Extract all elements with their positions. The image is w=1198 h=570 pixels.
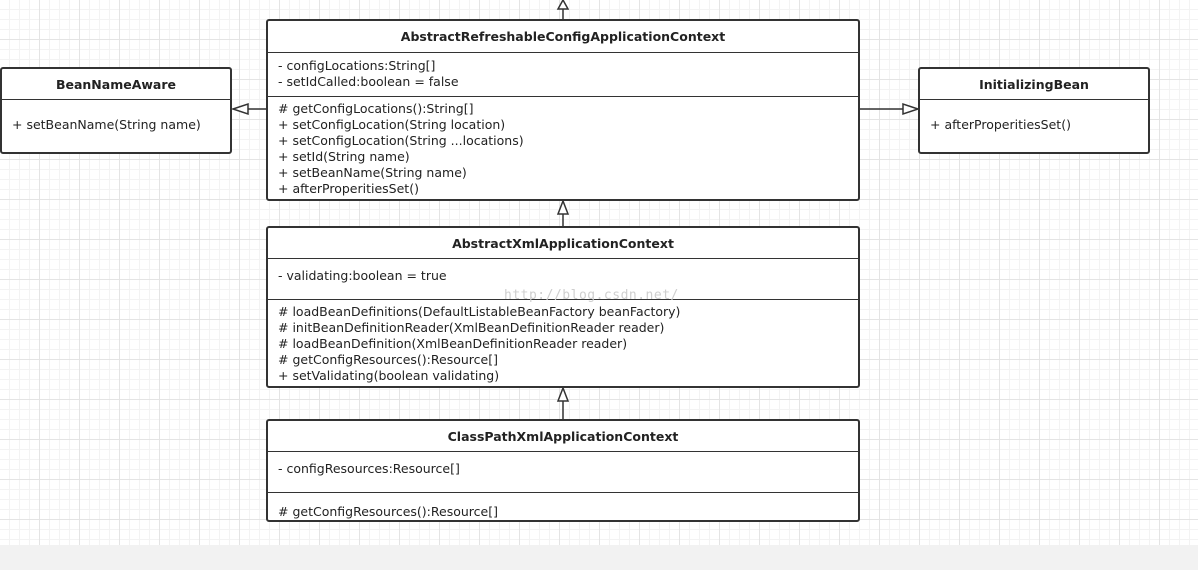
class-bean-name-aware[interactable]: BeanNameAware + setBeanName(String name) (0, 67, 232, 154)
class-attributes: - configResources:Resource[] (268, 452, 858, 493)
class-classpath-xml-application-context[interactable]: ClassPathXmlApplicationContext - configR… (266, 419, 860, 522)
method: + afterProperitiesSet() (278, 181, 419, 196)
attribute: - configResources:Resource[] (278, 461, 460, 476)
class-name: InitializingBean (920, 69, 1148, 100)
class-name: ClassPathXmlApplicationContext (268, 421, 858, 452)
attribute: - setIdCalled:boolean = false (278, 74, 459, 89)
method: + setBeanName(String name) (12, 117, 201, 132)
method: # loadBeanDefinition(XmlBeanDefinitionRe… (278, 336, 628, 351)
generalization-arrowhead-top (556, 0, 570, 10)
generalization-arrowhead-xml (556, 198, 570, 215)
class-methods: + afterProperitiesSet() (920, 100, 1148, 137)
class-methods: + setBeanName(String name) (2, 100, 230, 137)
class-methods: # loadBeanDefinitions(DefaultListableBea… (268, 300, 858, 386)
realization-arrowhead-initializingbean (902, 102, 921, 116)
realization-arrowhead-beannameaware (230, 102, 249, 116)
method: + afterProperitiesSet() (930, 117, 1071, 132)
connector-layer (230, 0, 921, 420)
attribute: - validating:boolean = true (278, 268, 447, 283)
method: # loadBeanDefinitions(DefaultListableBea… (278, 304, 681, 319)
class-abstract-xml-application-context[interactable]: AbstractXmlApplicationContext - validati… (266, 226, 860, 388)
class-methods: # getConfigResources():Resource[] (268, 493, 858, 520)
method: # getConfigLocations():String[] (278, 101, 474, 116)
class-attributes: - validating:boolean = true (268, 259, 858, 300)
class-name: AbstractXmlApplicationContext (268, 228, 858, 259)
footer-strip (0, 545, 1198, 570)
class-initializing-bean[interactable]: InitializingBean + afterProperitiesSet() (918, 67, 1150, 154)
class-methods: # getConfigLocations():String[] + setCon… (268, 97, 858, 199)
method: + setId(String name) (278, 149, 410, 164)
method: + setValidating(boolean validating) (278, 368, 500, 383)
class-attributes: - configLocations:String[] - setIdCalled… (268, 53, 858, 97)
diagram-canvas: AbstractRefreshableConfigApplicationCont… (0, 0, 1150, 522)
class-name: AbstractRefreshableConfigApplicationCont… (268, 21, 858, 53)
method: + setConfigLocation(String ...locations) (278, 133, 524, 148)
method: + setBeanName(String name) (278, 165, 467, 180)
method: # getConfigResources():Resource[] (278, 504, 498, 519)
generalization-arrowhead-classpath (556, 385, 570, 402)
class-abstract-refreshable-config-application-context[interactable]: AbstractRefreshableConfigApplicationCont… (266, 19, 860, 201)
method: # getConfigResources():Resource[] (278, 352, 498, 367)
method: + setConfigLocation(String location) (278, 117, 506, 132)
method: # initBeanDefinitionReader(XmlBeanDefini… (278, 320, 665, 335)
class-name: BeanNameAware (2, 69, 230, 100)
attribute: - configLocations:String[] (278, 58, 436, 73)
